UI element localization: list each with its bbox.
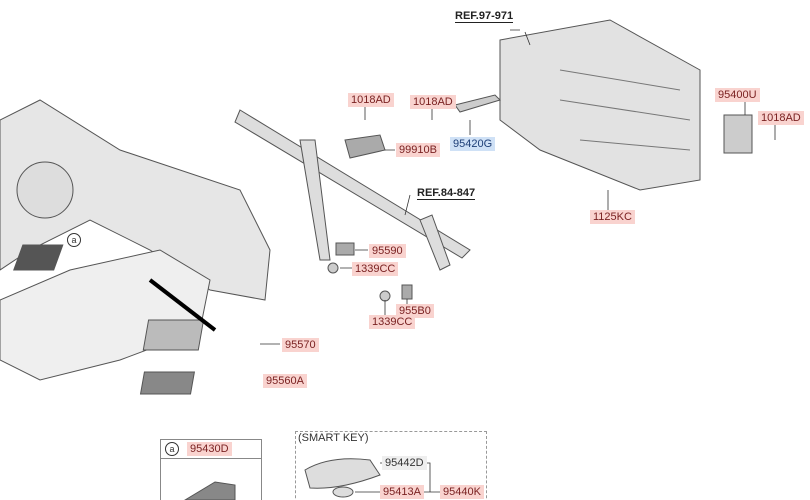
label-1018ad[interactable]: 1018AD <box>348 93 394 107</box>
label-1018ad[interactable]: 1018AD <box>758 111 804 125</box>
label-1018ad[interactable]: 1018AD <box>410 95 456 109</box>
label-95570[interactable]: 95570 <box>282 338 319 352</box>
callout-box: a 95430D <box>160 439 262 500</box>
label-95560a[interactable]: 95560A <box>263 374 307 388</box>
label-1339cc[interactable]: 1339CC <box>369 315 416 329</box>
label-95400u[interactable]: 95400U <box>715 88 760 102</box>
label-99910b[interactable]: 99910B <box>396 143 440 157</box>
hvac-unit <box>499 19 701 191</box>
ref-hvac[interactable]: REF.97-971 <box>455 10 514 23</box>
module-95400u <box>723 114 753 154</box>
callout-marker-a: a <box>67 230 81 248</box>
label-955b0[interactable]: 955B0 <box>396 304 434 318</box>
label-95413a[interactable]: 95413A <box>380 485 424 499</box>
smart-key-group: (SMART KEY) <box>295 431 487 500</box>
label-1339cc[interactable]: 1339CC <box>352 262 399 276</box>
battery-icon <box>332 486 354 498</box>
tray-95560a <box>139 371 195 395</box>
pad-95570 <box>142 319 205 351</box>
cowl-crossbar <box>234 109 471 259</box>
part-95590 <box>335 242 355 256</box>
bracket-95420g <box>454 94 501 113</box>
label-1125kc[interactable]: 1125KC <box>590 210 635 224</box>
smart-key-title: (SMART KEY) <box>298 432 369 444</box>
callout-marker: a <box>165 442 179 456</box>
label-95420g[interactable]: 95420G <box>450 137 496 151</box>
ref-cowl[interactable]: REF.84-847 <box>417 187 476 200</box>
steering-wheel <box>16 161 74 219</box>
label-95442d[interactable]: 95442D <box>382 456 427 470</box>
label-95590[interactable]: 95590 <box>369 244 406 258</box>
label-95440k[interactable]: 95440K <box>440 485 484 499</box>
module-99910b <box>344 134 386 159</box>
smart-key-fob <box>304 458 381 489</box>
label-95430d[interactable]: 95430D <box>187 442 232 456</box>
